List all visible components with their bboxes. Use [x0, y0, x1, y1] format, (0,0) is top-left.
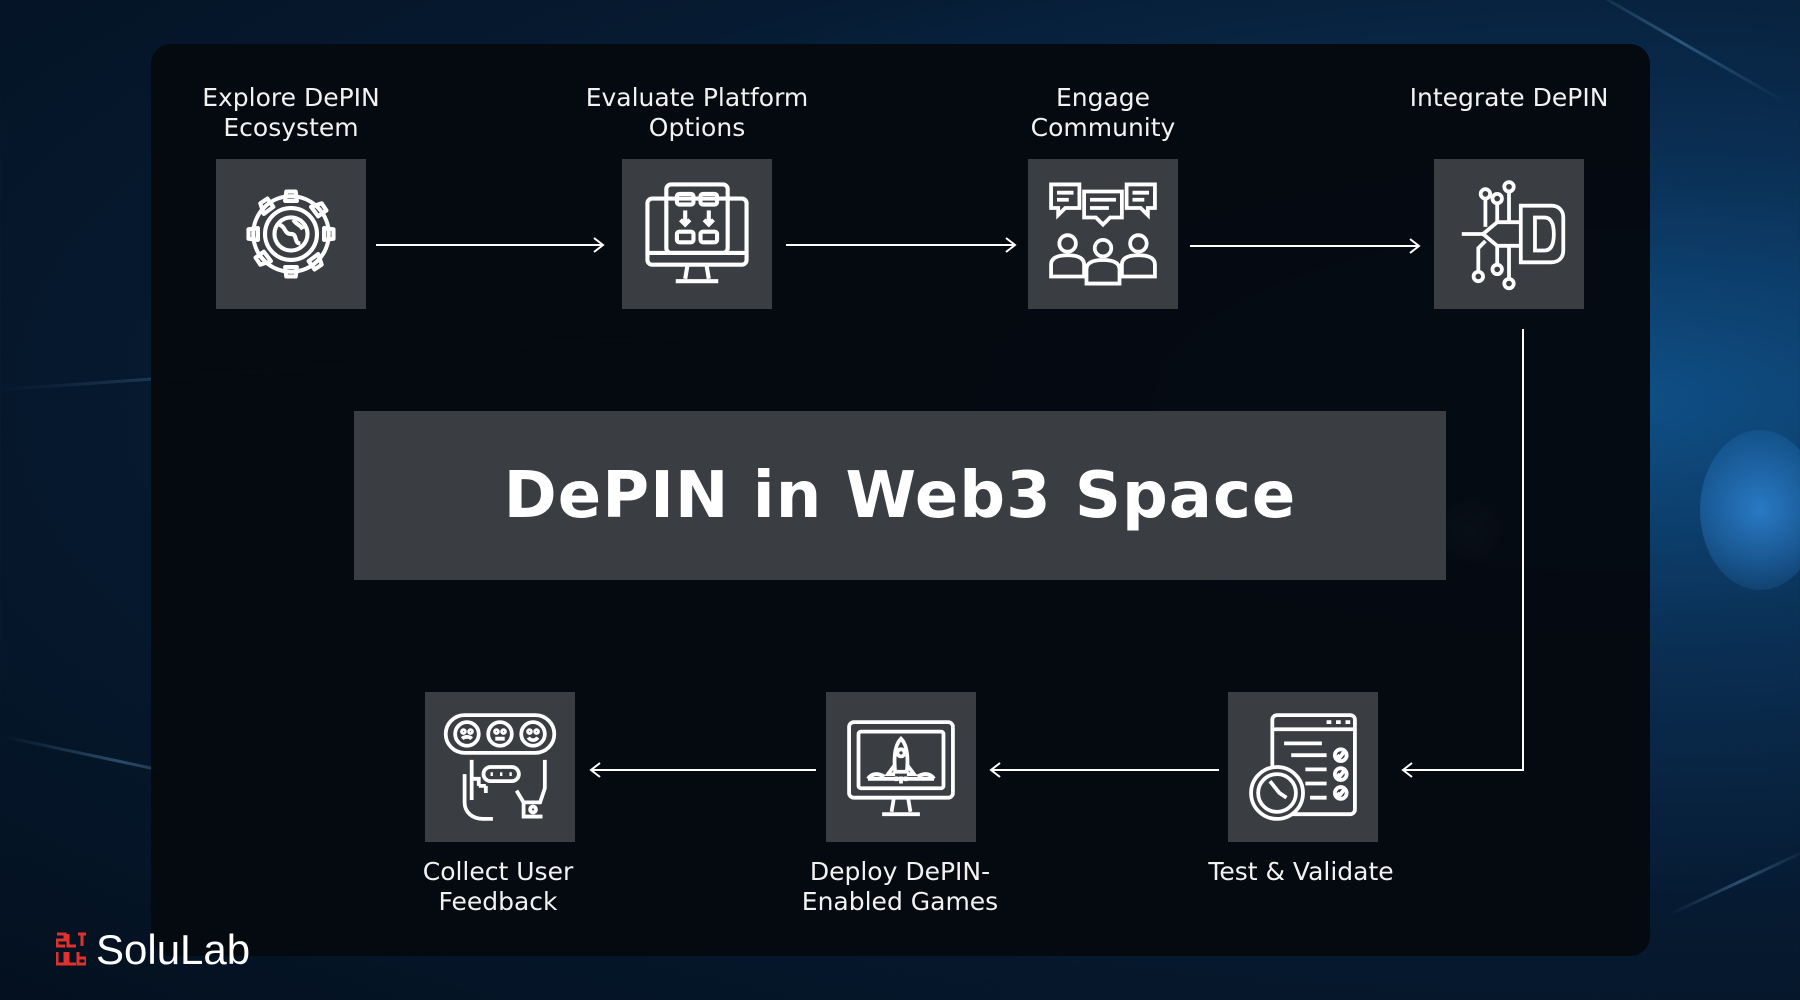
step-tile-test [1228, 692, 1378, 842]
diagram-title: DePIN in Web3 Space [503, 458, 1297, 533]
checklist-clock-icon [1249, 713, 1357, 821]
monitor-options-icon [645, 182, 749, 284]
community-chat-icon [1049, 182, 1157, 286]
arrow-integrate-to-test [1401, 329, 1524, 778]
step-tile-collect [425, 692, 575, 842]
arrow-test-to-deploy [989, 762, 1219, 778]
gear-globe-icon [246, 189, 336, 279]
step-tile-explore [216, 159, 366, 309]
step-tile-integrate [1434, 159, 1584, 309]
step-label-integrate: Integrate DePIN [1409, 83, 1609, 112]
step-tile-deploy [826, 692, 976, 842]
arrow-engage-to-integrate [1190, 238, 1421, 254]
rocket-monitor-icon [847, 720, 955, 817]
solulab-mark-icon [56, 932, 86, 966]
step-tile-evaluate [622, 159, 772, 309]
circuit-d-icon [1461, 180, 1566, 291]
step-tile-engage [1028, 159, 1178, 309]
brand-name: SoluLab [96, 926, 251, 973]
arrow-evaluate-to-engage [786, 237, 1017, 253]
step-label-deploy: Deploy DePIN-Enabled Games [801, 857, 999, 916]
arrow-deploy-to-collect [589, 762, 816, 778]
step-label-test: Test & Validate [1208, 857, 1394, 886]
light-glow [1700, 430, 1800, 590]
arrow-explore-to-evaluate [376, 237, 605, 253]
feedback-faces-icon [443, 713, 557, 821]
central-title-box: DePIN in Web3 Space [354, 411, 1446, 580]
solulab-logo: SoluLab [56, 926, 250, 974]
